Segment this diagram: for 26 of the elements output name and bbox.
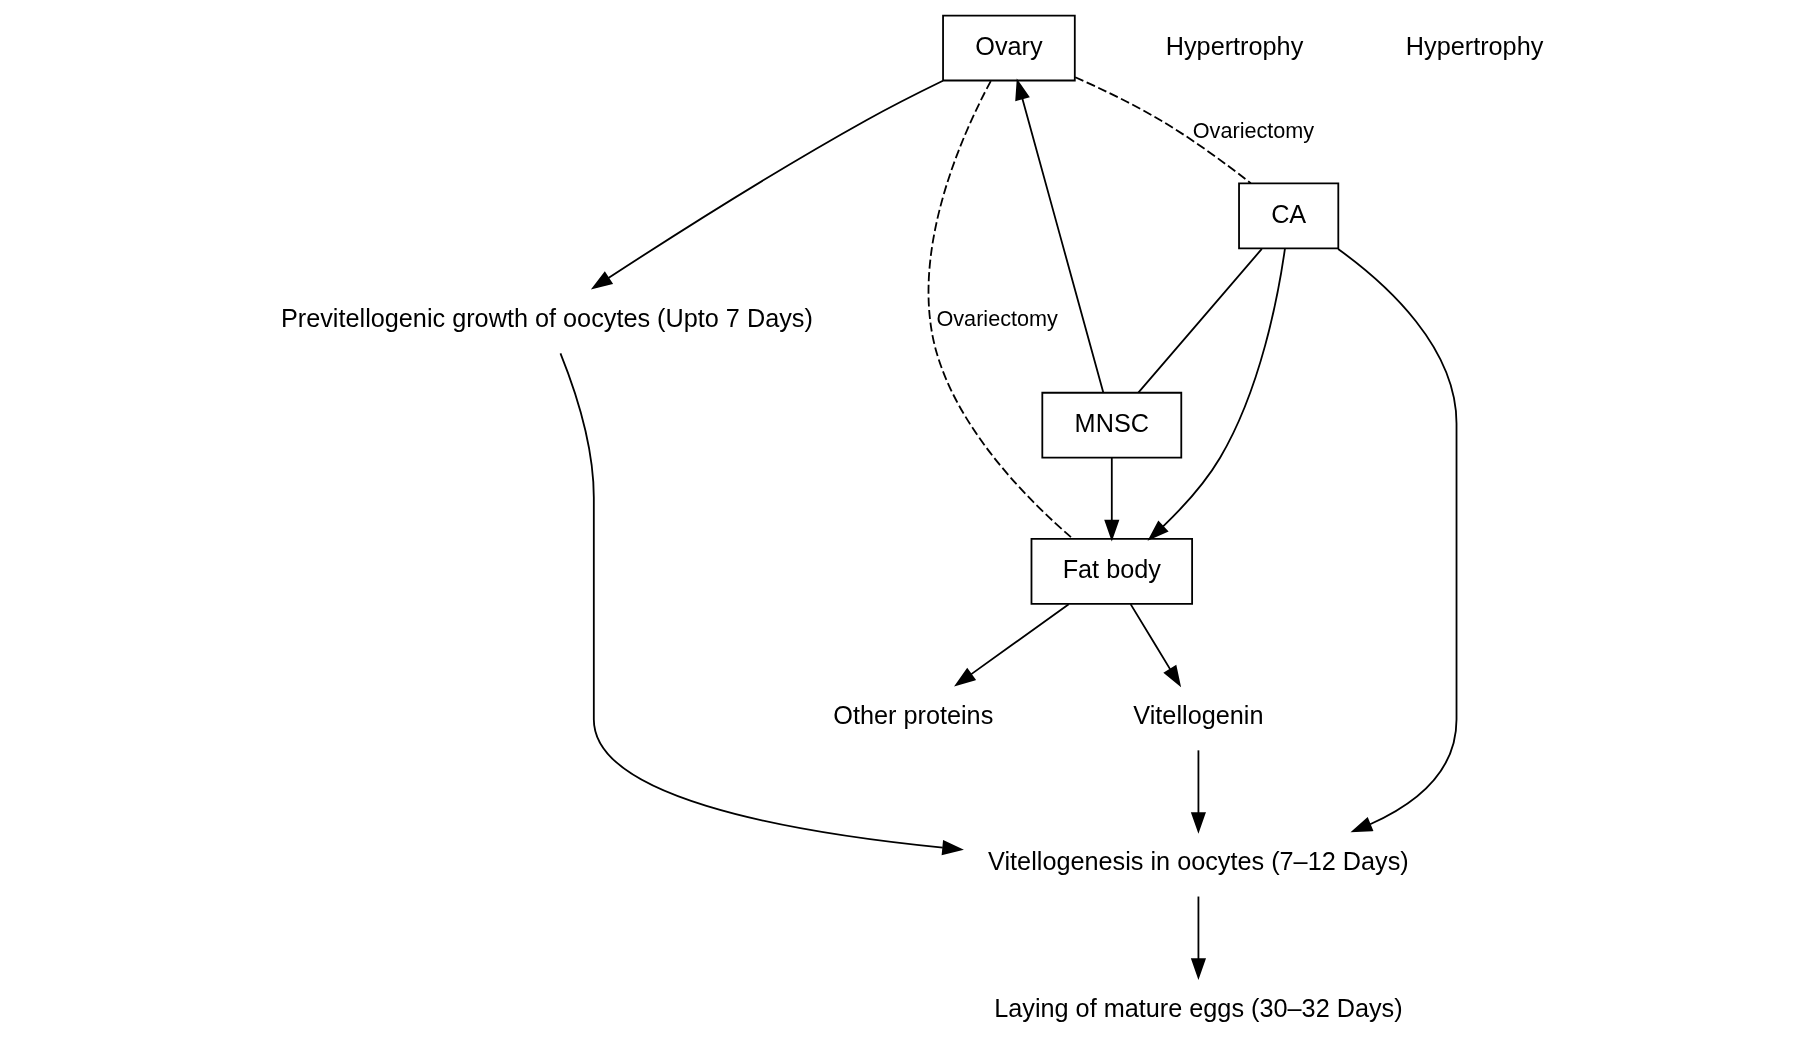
arrow [1190, 749, 1206, 834]
node-text: Laying of mature eggs (30–32 Days) [994, 993, 1403, 1022]
node-box: Ovary [942, 14, 1076, 82]
edge-label: Ovariectomy [936, 306, 1058, 332]
connector [927, 80, 1074, 540]
node-box: CA [1238, 182, 1340, 250]
arrow [1129, 603, 1182, 688]
node-text: Other proteins [833, 701, 994, 730]
node-text: Previtellogenic growth of oocytes (Upto 7 Days) [280, 304, 813, 333]
connector [1074, 76, 1252, 185]
arrow [1190, 895, 1206, 981]
arrow [954, 603, 1070, 687]
label: Hypertrophy [1165, 31, 1304, 60]
label: Hypertrophy [1405, 31, 1544, 60]
arrow [559, 352, 964, 856]
node-box: Fat body [1030, 538, 1193, 605]
arrow [1104, 457, 1120, 542]
node-text: Vitellogenesis in oocytes (7–12 Days) [988, 847, 1409, 876]
connector [1137, 248, 1263, 394]
node-text: Vitellogenin [1133, 701, 1264, 730]
arrow [1015, 78, 1105, 394]
arrow [1147, 247, 1286, 541]
node-box: MNSC [1041, 391, 1183, 459]
edge-label: Ovariectomy [1192, 117, 1315, 143]
arrow [590, 79, 944, 290]
arrow [1337, 248, 1458, 833]
